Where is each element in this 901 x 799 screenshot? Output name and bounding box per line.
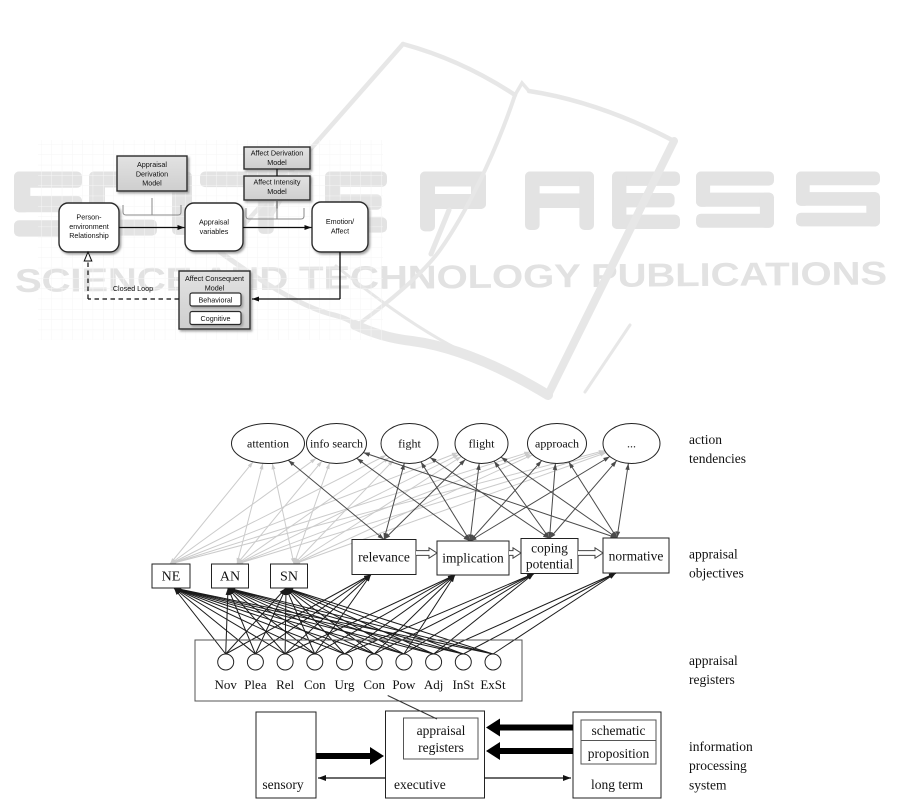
svg-text:sensory: sensory (262, 777, 303, 792)
svg-text:Affect Consequent: Affect Consequent (185, 274, 244, 283)
svg-text:Behavioral: Behavioral (199, 296, 233, 305)
svg-text:Person-: Person- (76, 213, 102, 222)
svg-text:appraisal: appraisal (689, 653, 738, 668)
svg-text:Affect Intensity: Affect Intensity (253, 178, 300, 187)
svg-text:processing: processing (689, 758, 747, 773)
svg-text:...: ... (627, 437, 636, 451)
svg-text:Plea: Plea (244, 677, 267, 692)
svg-text:Nov: Nov (215, 677, 238, 692)
svg-text:Closed Loop: Closed Loop (113, 284, 153, 293)
svg-text:coping: coping (531, 541, 568, 556)
svg-text:Model: Model (142, 179, 162, 188)
svg-text:flight: flight (469, 437, 496, 451)
svg-text:tendencies: tendencies (689, 451, 746, 466)
svg-text:long term: long term (591, 777, 644, 792)
svg-text:Derivation: Derivation (136, 169, 168, 178)
svg-text:objectives: objectives (689, 566, 744, 581)
svg-text:NE: NE (162, 570, 181, 585)
svg-text:executive: executive (394, 777, 446, 792)
svg-text:Model: Model (267, 187, 287, 196)
svg-text:registers: registers (418, 740, 464, 755)
svg-text:Rel: Rel (276, 677, 294, 692)
svg-text:info search: info search (310, 437, 363, 451)
svg-text:Model: Model (267, 158, 287, 167)
svg-text:implication: implication (442, 551, 504, 566)
svg-text:information: information (689, 739, 753, 754)
svg-text:potential: potential (526, 557, 573, 572)
svg-text:appraisal: appraisal (417, 723, 466, 738)
svg-text:attention: attention (247, 437, 289, 451)
svg-text:proposition: proposition (588, 746, 650, 761)
svg-text:Model: Model (205, 283, 225, 292)
svg-text:fight: fight (398, 437, 421, 451)
svg-text:approach: approach (535, 437, 579, 451)
svg-text:action: action (689, 432, 722, 447)
svg-text:Con: Con (363, 677, 385, 692)
svg-text:normative: normative (609, 549, 664, 564)
svg-text:Appraisal: Appraisal (199, 218, 229, 227)
svg-text:Pow: Pow (392, 677, 416, 692)
svg-text:environment: environment (69, 222, 109, 231)
svg-text:Cognitive: Cognitive (201, 314, 231, 323)
svg-text:InSt: InSt (452, 677, 474, 692)
svg-text:SN: SN (280, 570, 298, 585)
svg-text:Affect: Affect (331, 226, 349, 235)
svg-text:Relationship: Relationship (69, 231, 109, 240)
svg-text:AN: AN (220, 570, 240, 585)
svg-text:Affect Derivation: Affect Derivation (251, 149, 304, 158)
svg-text:system: system (689, 777, 727, 792)
svg-text:appraisal: appraisal (689, 547, 738, 562)
svg-text:schematic: schematic (592, 723, 646, 738)
svg-text:variables: variables (200, 227, 229, 236)
svg-text:Emotion/: Emotion/ (326, 217, 354, 226)
svg-text:Con: Con (304, 677, 326, 692)
svg-text:Urg: Urg (335, 677, 355, 692)
svg-text:relevance: relevance (358, 550, 410, 565)
svg-text:ExSt: ExSt (480, 677, 506, 692)
svg-text:Adj: Adj (424, 677, 444, 692)
svg-text:registers: registers (689, 672, 735, 687)
svg-text:Appraisal: Appraisal (137, 160, 167, 169)
